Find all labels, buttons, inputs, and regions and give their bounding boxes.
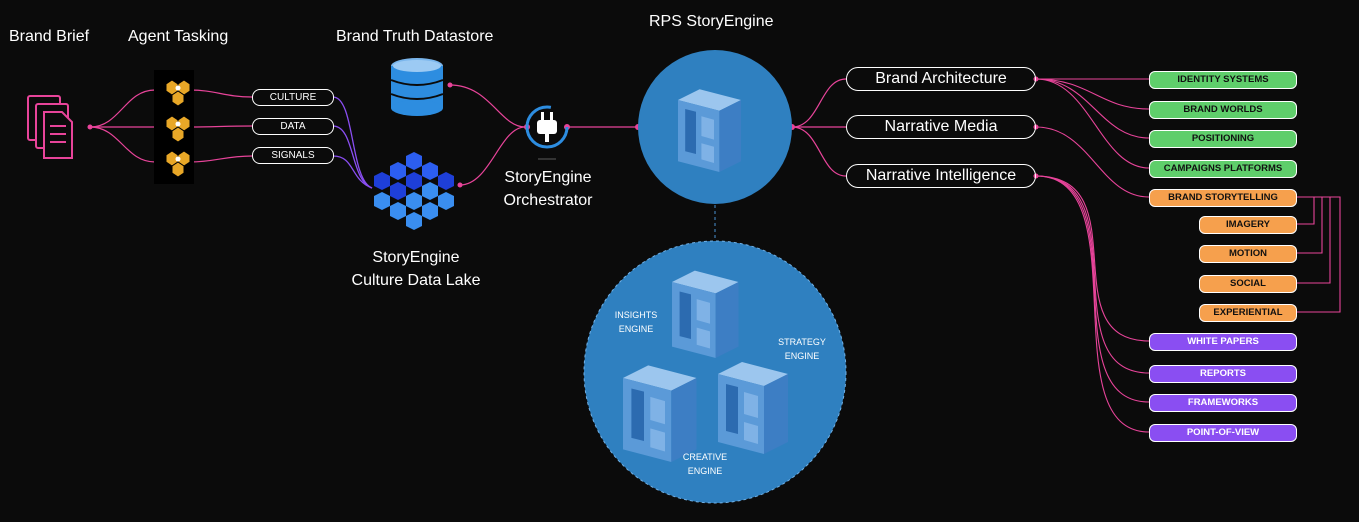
tag-white-papers[interactable]: WHITE PAPERS (1149, 333, 1297, 351)
tag-experiential[interactable]: EXPERIENTIAL (1199, 304, 1297, 322)
database-icon (390, 58, 444, 116)
hexagon-cluster-icon (374, 152, 454, 230)
tag-positioning[interactable]: POSITIONING (1149, 130, 1297, 148)
pill-signals[interactable]: SIGNALS (252, 147, 334, 164)
isometric-blocks-icon (678, 89, 741, 172)
tag-reports[interactable]: REPORTS (1149, 365, 1297, 383)
insights-engine-label: INSIGHTS ENGINE (604, 308, 668, 336)
tag-motion[interactable]: MOTION (1199, 245, 1297, 263)
orchestrator-label: StoryEngine Orchestrator (498, 166, 598, 212)
orchestrator-line-2: Orchestrator (503, 192, 593, 209)
document-stack-icon (27, 95, 73, 159)
output-connectors (1035, 78, 1341, 433)
tag-brand-worlds[interactable]: BRAND WORLDS (1149, 101, 1297, 119)
agent-tasking-heading: Agent Tasking (128, 28, 229, 45)
output-brand-architecture[interactable]: Brand Architecture (846, 67, 1036, 91)
output-narrative-intelligence[interactable]: Narrative Intelligence (846, 164, 1036, 188)
pill-culture[interactable]: CULTURE (252, 89, 334, 106)
tag-campaigns-platforms[interactable]: CAMPAIGNS PLATFORMS (1149, 160, 1297, 178)
storyengine-circle (638, 50, 792, 204)
datalake-label: StoryEngine Culture Data Lake (346, 246, 486, 292)
strategy-engine-label: STRATEGY ENGINE (770, 335, 834, 363)
engines-circle (583, 240, 847, 504)
hexagon-agent-icon (154, 70, 194, 184)
strategy-line-2: ENGINE (784, 351, 820, 361)
datalake-line-2: Culture Data Lake (351, 272, 481, 289)
orchestrator-line-1: StoryEngine (504, 169, 592, 186)
core-connectors (449, 78, 847, 186)
output-narrative-media[interactable]: Narrative Media (846, 115, 1036, 139)
tag-social[interactable]: SOCIAL (1199, 275, 1297, 293)
tag-identity-systems[interactable]: IDENTITY SYSTEMS (1149, 71, 1297, 89)
insights-line-1: INSIGHTS (614, 310, 658, 320)
brand-brief-heading: Brand Brief (9, 28, 90, 45)
creative-line-2: ENGINE (687, 466, 723, 476)
creative-engine-label: CREATIVE ENGINE (673, 450, 737, 478)
brief-connectors (89, 89, 253, 163)
datalake-line-1: StoryEngine (372, 249, 460, 266)
plug-icon (525, 105, 569, 160)
tag-brand-storytelling[interactable]: BRAND STORYTELLING (1149, 189, 1297, 207)
insights-line-2: ENGINE (618, 324, 654, 334)
tag-point-of-view[interactable]: POINT-OF-VIEW (1149, 424, 1297, 442)
storyengine-heading: RPS StoryEngine (649, 13, 774, 30)
pill-data[interactable]: DATA (252, 118, 334, 135)
truth-datastore-heading: Brand Truth Datastore (336, 28, 494, 45)
creative-line-1: CREATIVE (682, 452, 728, 462)
strategy-line-1: STRATEGY (778, 337, 826, 347)
tag-imagery[interactable]: IMAGERY (1199, 216, 1297, 234)
pill-connectors (332, 96, 373, 189)
tag-frameworks[interactable]: FRAMEWORKS (1149, 394, 1297, 412)
